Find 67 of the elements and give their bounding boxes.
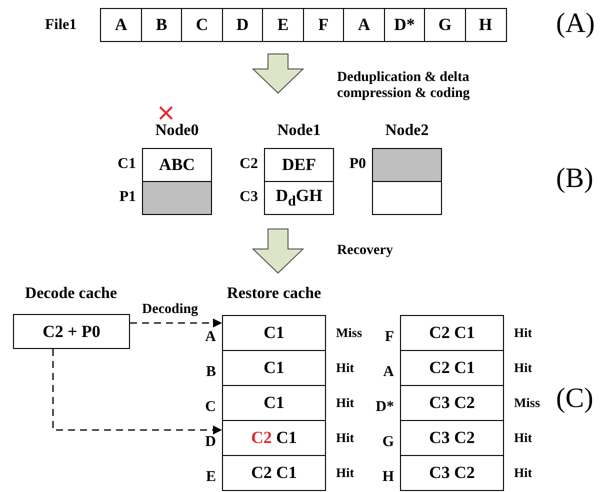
file-label: File1 xyxy=(45,16,78,35)
chunk-block: C3 C2 xyxy=(400,385,504,421)
status-label: Hit xyxy=(336,395,354,411)
chunk-block: C1 xyxy=(222,350,326,386)
row-label: H xyxy=(381,469,394,486)
chunk-cell: A xyxy=(100,8,142,42)
chunk-block: C3 C2 xyxy=(400,420,504,456)
chunk-block: C1 xyxy=(222,385,326,421)
row-label: B xyxy=(204,364,216,381)
row-label: D xyxy=(204,434,216,451)
chunk-cell: E xyxy=(262,8,304,42)
chunk-block: ABC xyxy=(142,148,212,182)
row-label: C xyxy=(204,399,216,416)
dashed-arrow xyxy=(130,318,222,328)
block-arrow xyxy=(252,54,304,94)
chunk-block: C2 C1 xyxy=(400,350,504,386)
status-label: Hit xyxy=(514,325,532,341)
chunk-cell: G xyxy=(424,8,466,42)
chunk-block: C2 C1 xyxy=(400,315,504,351)
chunk-cell: A xyxy=(343,8,385,42)
panel-label: (B) xyxy=(556,163,594,195)
row-label: G xyxy=(381,434,394,451)
chunk-block: DEF xyxy=(264,148,334,182)
row-label: C1 xyxy=(116,156,136,173)
parity-block xyxy=(142,181,212,215)
status-label: Hit xyxy=(514,430,532,446)
chunk-cell: B xyxy=(140,8,182,42)
status-label: Hit xyxy=(336,465,354,481)
chunk-block: D$_{d}$GH xyxy=(264,181,334,215)
decode-cache xyxy=(10,285,132,351)
chunk-cell: D xyxy=(222,8,264,42)
block-arrow xyxy=(252,228,304,274)
chunk-cell: D* xyxy=(384,8,426,42)
chunk-block: C1 xyxy=(222,315,326,351)
row-label: A xyxy=(382,364,394,381)
row-label: C2 xyxy=(238,156,258,173)
panel-label: (A) xyxy=(556,8,595,40)
chunk-cell: F xyxy=(302,8,344,42)
status-label: Hit xyxy=(336,360,354,376)
row-label: C3 xyxy=(238,189,258,206)
chunk-cell: H xyxy=(464,8,506,42)
empty-block xyxy=(372,181,442,215)
row-label: D* xyxy=(374,399,394,416)
group-title: Restore cache xyxy=(226,285,322,303)
dashed-arrow xyxy=(52,349,222,434)
status-label: Miss xyxy=(336,325,362,341)
group-title: Decode cache xyxy=(24,285,118,303)
group-title: Node2 xyxy=(384,122,430,140)
parity-block xyxy=(372,148,442,182)
group-title: Node0 xyxy=(154,122,200,140)
chunk-block: C3 C2 xyxy=(400,455,504,491)
row-label: A xyxy=(204,329,216,346)
chunk-block: C2 C1 xyxy=(222,420,326,456)
row-label: F xyxy=(384,329,394,346)
chunk-block: C2 C1 xyxy=(222,455,326,491)
status-label: Miss xyxy=(514,395,540,411)
status-label: Hit xyxy=(514,465,532,481)
file-chunk-strip xyxy=(45,8,507,42)
status-label: Hit xyxy=(514,360,532,376)
row-label: P0 xyxy=(348,156,366,173)
group-title: Node1 xyxy=(276,122,322,140)
panel-label: (C) xyxy=(556,383,594,415)
chunk-cell: C xyxy=(181,8,223,42)
chunk-block: C2 + P0 xyxy=(13,314,130,349)
status-label: Hit xyxy=(336,430,354,446)
row-label: P1 xyxy=(118,189,136,206)
row-label: E xyxy=(204,469,216,486)
